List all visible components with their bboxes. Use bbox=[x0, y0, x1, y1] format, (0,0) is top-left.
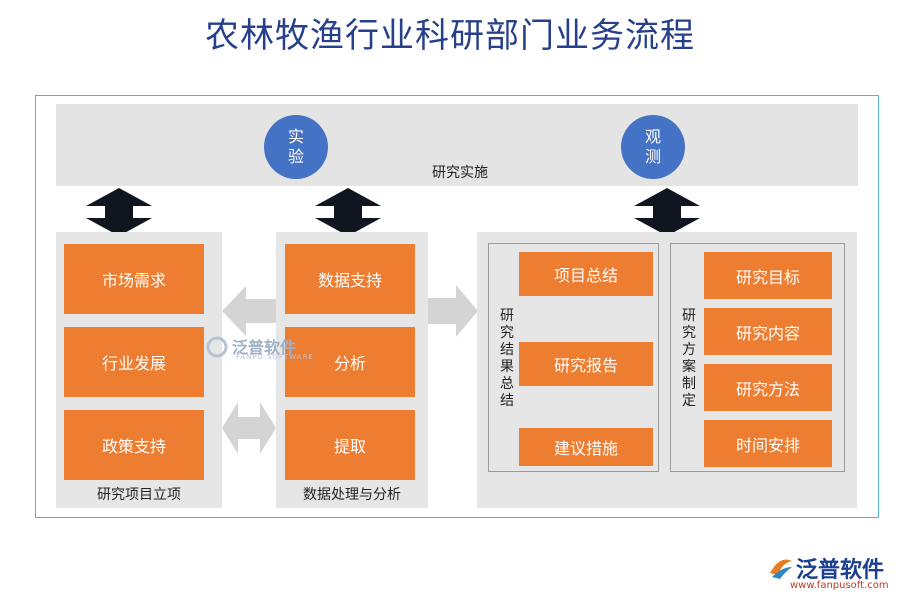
implementation-label: 研究实施 bbox=[432, 165, 488, 181]
brand-logo-url: www.fanpusoft.com bbox=[790, 580, 889, 591]
implementation-band bbox=[56, 104, 858, 186]
double-arrow-3 bbox=[634, 188, 700, 236]
diagram-frame bbox=[35, 95, 879, 518]
page-title: 农林牧渔行业科研部门业务流程 bbox=[205, 16, 695, 56]
double-arrow-2 bbox=[315, 188, 381, 236]
brand-logo-icon bbox=[770, 559, 792, 579]
data-processing-label: 数据处理与分析 bbox=[303, 487, 401, 503]
data-support-box: 数据支持 bbox=[285, 244, 415, 314]
experiment-label: 实验 bbox=[287, 127, 304, 166]
research-goals-box: 研究目标 bbox=[704, 252, 832, 299]
project-summary-box: 项目总结 bbox=[519, 252, 653, 296]
double-arrow-gray bbox=[222, 402, 276, 454]
left-arrow-gray bbox=[222, 286, 276, 336]
analysis-box: 分析 bbox=[285, 327, 415, 397]
double-arrow-1 bbox=[86, 188, 152, 236]
watermark-logo-icon bbox=[206, 336, 228, 358]
extraction-box: 提取 bbox=[285, 410, 415, 480]
industry-development-box: 行业发展 bbox=[64, 327, 204, 397]
watermark-text: 泛普软件 bbox=[232, 338, 297, 357]
observation-circle: 观测 bbox=[621, 115, 685, 179]
policy-support-box: 政策支持 bbox=[64, 410, 204, 480]
research-plan-label: 研究方案制定 bbox=[682, 308, 696, 409]
research-report-box: 研究报告 bbox=[519, 342, 653, 386]
results-summary-label: 研究结果总结 bbox=[500, 308, 514, 409]
schedule-box: 时间安排 bbox=[704, 420, 832, 467]
project-initiation-label: 研究项目立项 bbox=[97, 487, 181, 503]
recommendations-box: 建议措施 bbox=[519, 428, 653, 466]
research-methods-box: 研究方法 bbox=[704, 364, 832, 411]
right-arrow-gray bbox=[428, 285, 478, 337]
experiment-circle: 实验 bbox=[264, 115, 328, 179]
brand-logo-text: 泛普软件 bbox=[796, 558, 885, 583]
observation-label: 观测 bbox=[644, 127, 661, 166]
research-content-box: 研究内容 bbox=[704, 308, 832, 355]
watermark-subtext: FANPU SOFTWARE bbox=[236, 353, 314, 361]
market-demand-box: 市场需求 bbox=[64, 244, 204, 314]
